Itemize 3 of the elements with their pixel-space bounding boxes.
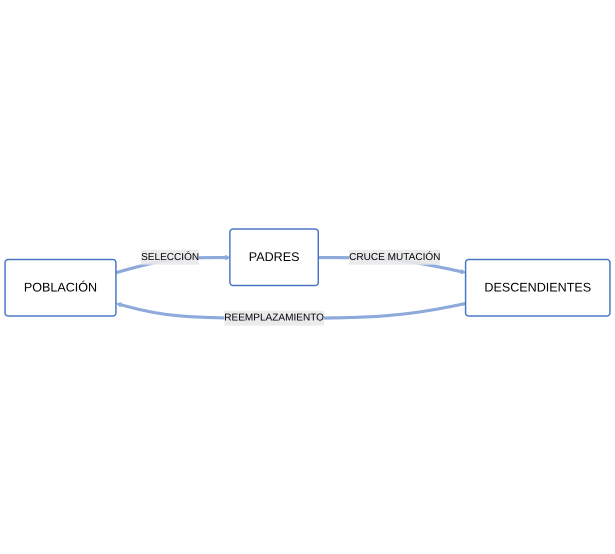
edge-label: REEMPLAZAMIENTO bbox=[224, 312, 324, 323]
edge-label: CRUCE MUTACIÓN bbox=[349, 251, 440, 262]
edge-label: SELECCIÓN bbox=[141, 251, 200, 262]
